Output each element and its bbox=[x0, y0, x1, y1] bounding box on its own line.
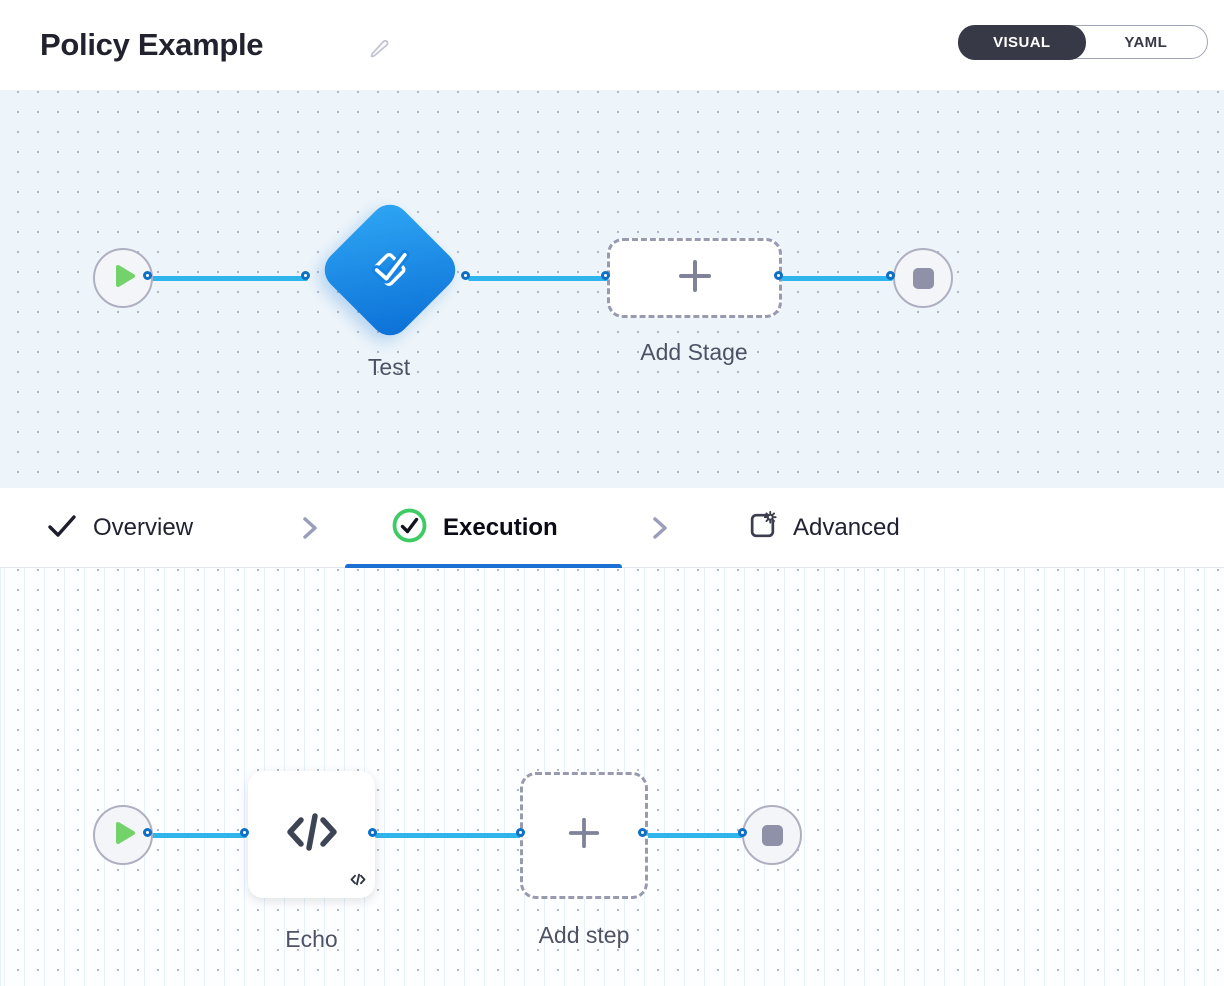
edge-port[interactable] bbox=[637, 827, 647, 837]
tab-overview-label: Overview bbox=[93, 514, 194, 541]
edit-title-button[interactable] bbox=[364, 34, 394, 64]
edge-port[interactable] bbox=[142, 827, 152, 837]
stage-config-tabbar: Overview Execution bbox=[0, 488, 1224, 570]
pipeline-edge bbox=[150, 275, 308, 281]
stage-pipeline-canvas[interactable]: Test Add Stage bbox=[0, 90, 1224, 488]
step-label: Echo bbox=[285, 926, 338, 952]
pencil-icon bbox=[366, 39, 392, 64]
tab-execution-label: Execution bbox=[443, 514, 558, 541]
add-step-label: Add step bbox=[538, 922, 630, 948]
edge-port[interactable] bbox=[515, 827, 525, 837]
step-node-echo[interactable] bbox=[248, 771, 375, 898]
tab-overview[interactable]: Overview bbox=[46, 488, 193, 568]
edge-port[interactable] bbox=[367, 827, 377, 837]
edge-port[interactable] bbox=[300, 270, 310, 280]
stop-icon bbox=[912, 267, 934, 289]
page-title: Policy Example bbox=[40, 27, 264, 62]
edge-port[interactable] bbox=[460, 270, 470, 280]
header-bar: Policy Example VISUAL YAML bbox=[0, 0, 1224, 90]
visual-toggle-button[interactable]: VISUAL bbox=[957, 24, 1087, 60]
pipeline-end-node[interactable] bbox=[893, 248, 953, 308]
stop-icon bbox=[761, 824, 783, 846]
execution-steps-canvas[interactable]: Echo Add step bbox=[0, 568, 1224, 986]
execution-end-node[interactable] bbox=[742, 805, 802, 865]
edge-port[interactable] bbox=[773, 270, 783, 280]
edge-port[interactable] bbox=[142, 270, 152, 280]
tab-advanced[interactable]: Advanced bbox=[747, 488, 900, 568]
play-icon bbox=[108, 261, 138, 296]
edge-port[interactable] bbox=[239, 827, 249, 837]
view-mode-toggle: VISUAL YAML bbox=[957, 24, 1208, 60]
pipeline-edge bbox=[468, 275, 608, 281]
chevron-right-icon bbox=[646, 515, 672, 546]
check-icon bbox=[46, 510, 78, 547]
pipeline-edge bbox=[645, 832, 745, 838]
edge-port[interactable] bbox=[885, 270, 895, 280]
code-icon bbox=[284, 808, 340, 861]
edge-port[interactable] bbox=[737, 827, 747, 837]
check-circle-icon bbox=[391, 507, 428, 549]
approval-stage-icon bbox=[364, 242, 416, 299]
pipeline-edge bbox=[150, 832, 247, 838]
yaml-toggle-button[interactable]: YAML bbox=[1124, 33, 1168, 51]
step-type-badge-icon bbox=[350, 873, 366, 891]
active-tab-indicator bbox=[345, 564, 622, 570]
play-icon bbox=[108, 818, 138, 853]
tab-execution[interactable]: Execution bbox=[391, 488, 558, 568]
stage-label: Test bbox=[367, 354, 411, 380]
pipeline-edge bbox=[781, 275, 893, 281]
advanced-settings-icon bbox=[747, 510, 778, 546]
plus-icon bbox=[677, 258, 713, 299]
tab-advanced-label: Advanced bbox=[793, 514, 900, 541]
edge-port[interactable] bbox=[600, 270, 610, 280]
pipeline-edge bbox=[375, 832, 523, 838]
add-step-button[interactable] bbox=[520, 772, 648, 899]
chevron-right-icon bbox=[296, 515, 322, 546]
plus-icon bbox=[567, 816, 601, 855]
add-stage-button[interactable] bbox=[607, 238, 782, 318]
stage-node-test[interactable] bbox=[316, 196, 464, 344]
add-stage-label: Add Stage bbox=[640, 339, 748, 365]
